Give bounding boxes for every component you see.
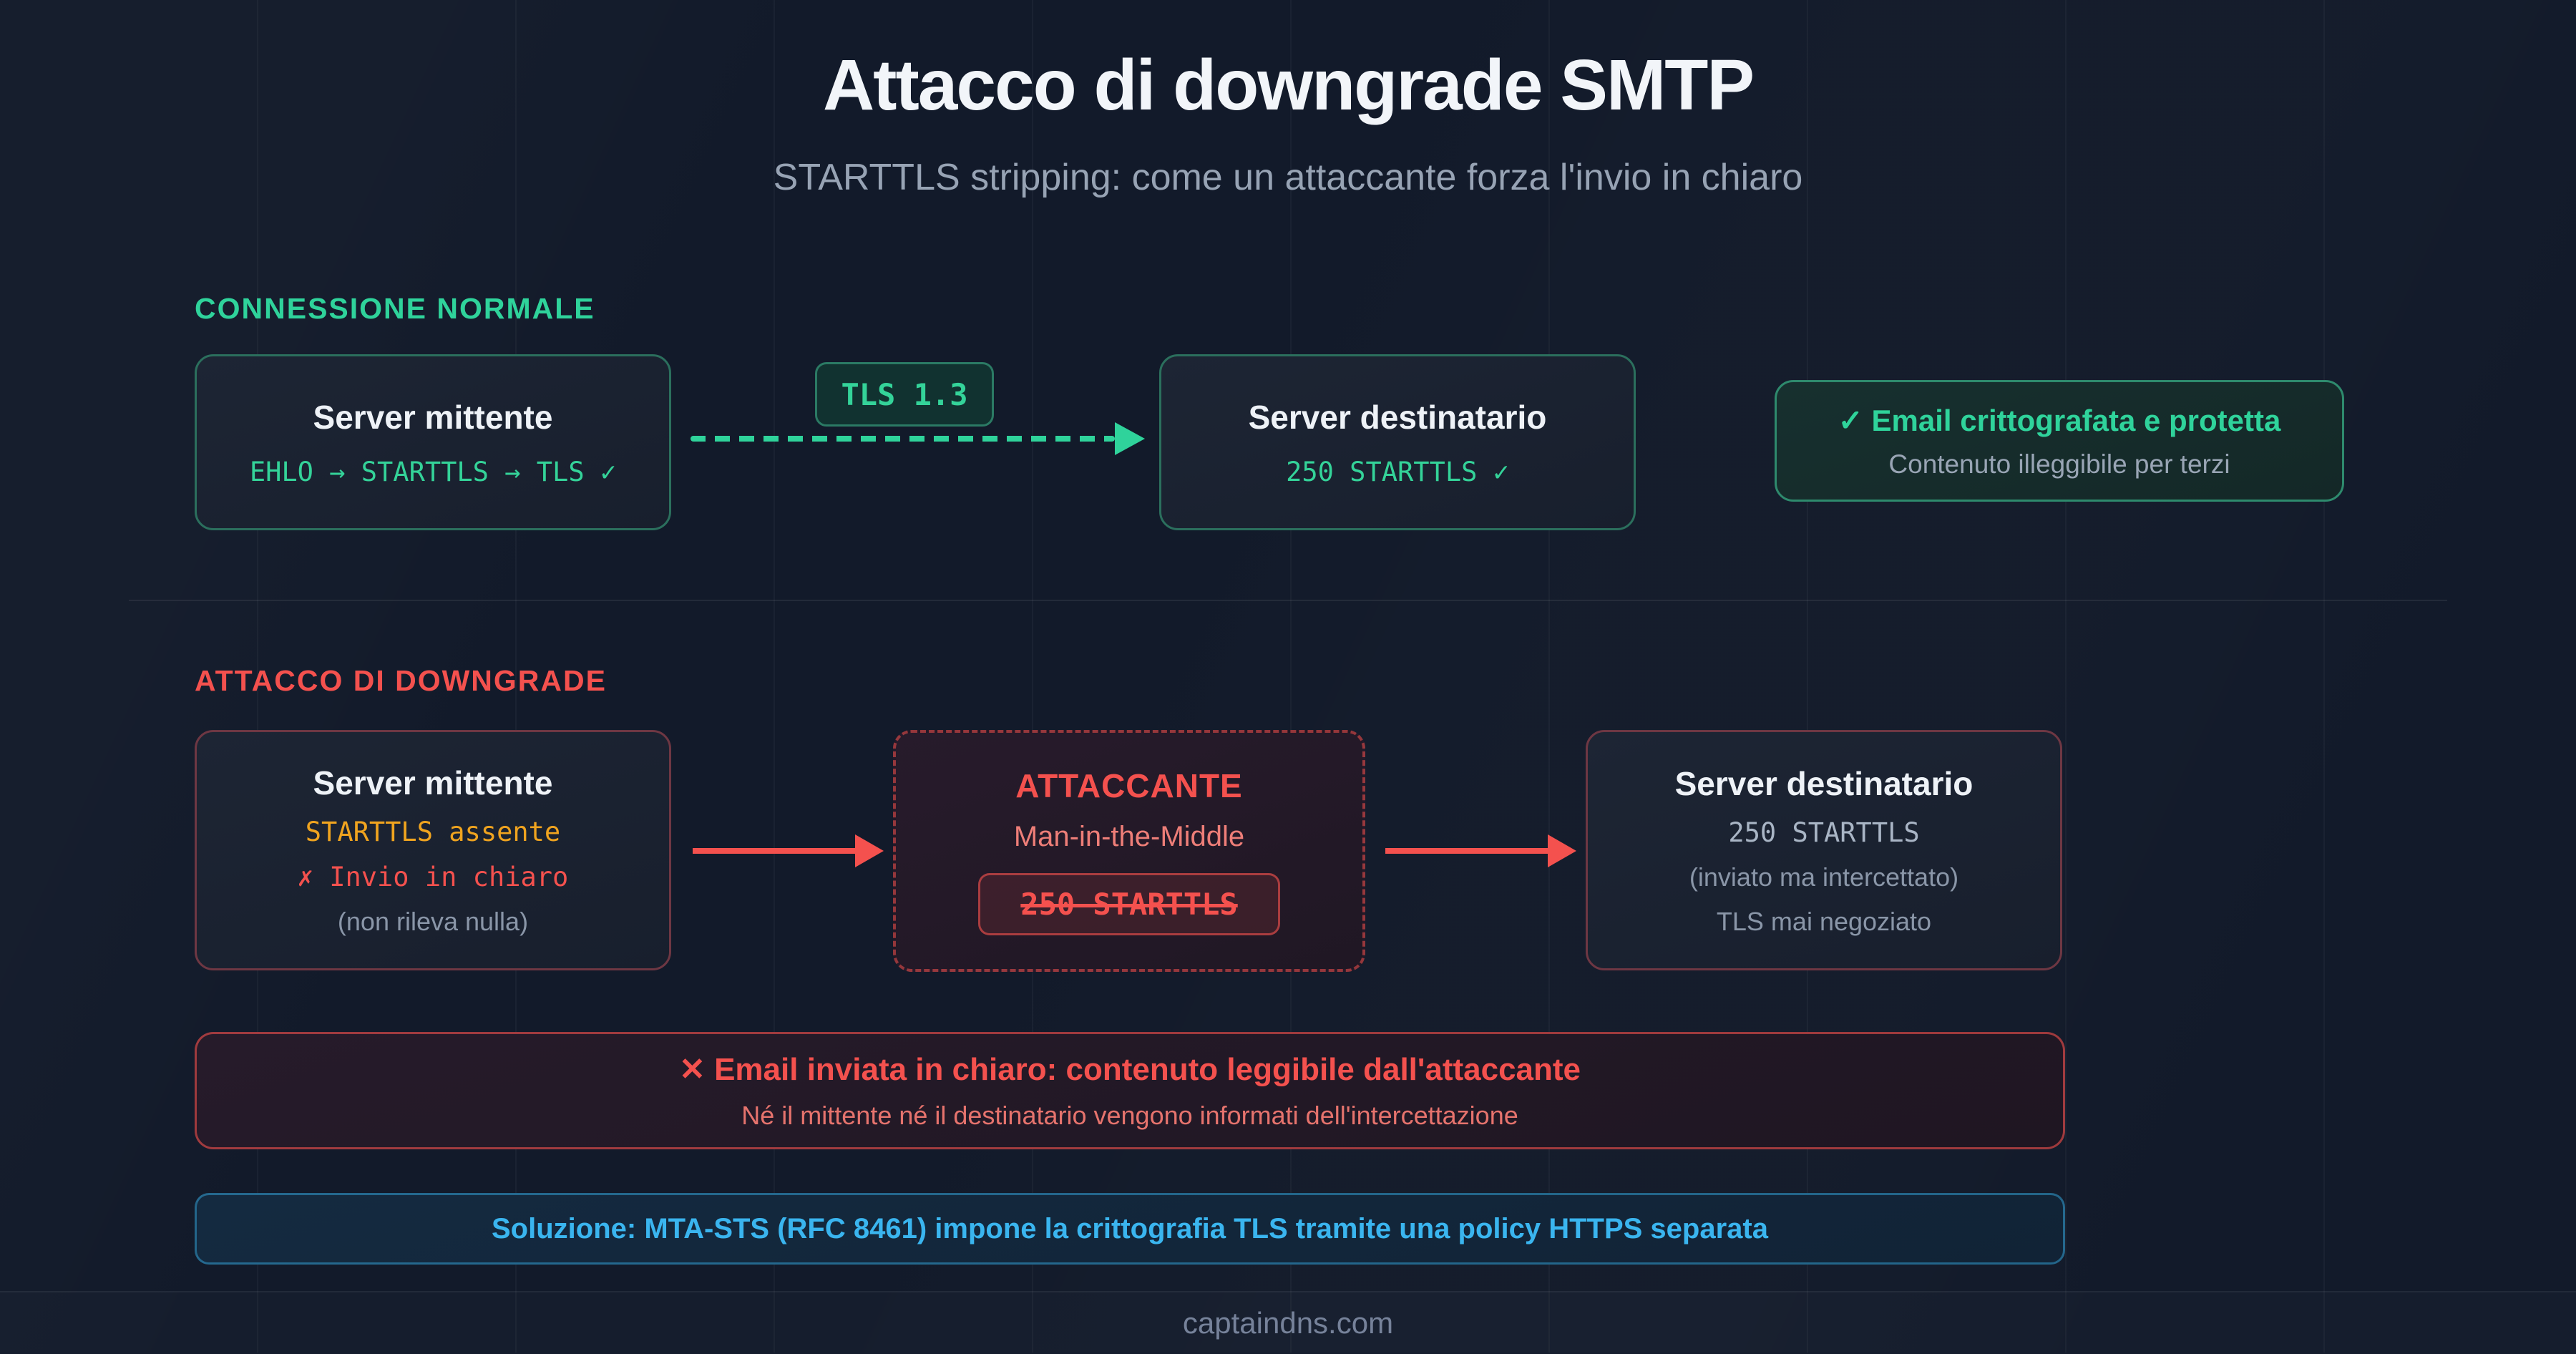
receiver-box-normal-title: Server destinatario: [1248, 398, 1547, 436]
footer-text: captaindns.com: [1182, 1306, 1394, 1340]
cleartext-send-code: ✗ Invio in chiaro: [297, 862, 569, 892]
solution-text: Soluzione: MTA-STS (RFC 8461) impone la …: [492, 1212, 1768, 1245]
attacker-subtitle: Man-in-the-Middle: [1013, 821, 1245, 852]
arrowhead-icon: [855, 834, 884, 867]
encrypted-status-box: ✓ Email crittografata e protetta Contenu…: [1775, 380, 2344, 502]
receiver-box-normal-code: 250 STARTTLS ✓: [1286, 456, 1509, 487]
encrypted-status-subtitle: Contenuto illeggibile per terzi: [1888, 449, 2230, 479]
footer: captaindns.com: [0, 1291, 2576, 1354]
warning-title-text: Email inviata in chiaro: contenuto leggi…: [714, 1051, 1581, 1087]
check-icon: ✓: [1838, 403, 1863, 437]
encrypted-connection-arrow: [691, 422, 1145, 455]
receiver-box-attack-note-1: (inviato ma intercettato): [1689, 862, 1959, 892]
sender-box-normal-title: Server mittente: [313, 398, 553, 436]
solid-line: [693, 848, 857, 854]
warning-title: ✕ Email inviata in chiaro: contenuto leg…: [679, 1051, 1581, 1088]
section-divider: [129, 600, 2447, 601]
page-subtitle: STARTTLS stripping: come un attaccante f…: [773, 157, 1803, 198]
section-label-normal: CONNESSIONE NORMALE: [195, 292, 595, 325]
starttls-absent-code: STARTTLS assente: [305, 817, 561, 847]
receiver-box-attack-title: Server destinatario: [1674, 764, 1974, 802]
dashed-line: [691, 436, 1115, 442]
warning-banner: ✕ Email inviata in chiaro: contenuto leg…: [195, 1032, 2065, 1149]
stripped-starttls-badge: 250 STARTTLS: [978, 873, 1280, 935]
receiver-box-attack-code: 250 STARTTLS: [1728, 817, 1920, 848]
encrypted-status-title: ✓ Email crittografata e protetta: [1838, 403, 2281, 438]
section-label-attack: ATTACCO DI DOWNGRADE: [195, 664, 607, 697]
attack-arrow-right: [1385, 834, 1576, 867]
encrypted-status-text: Email crittografata e protetta: [1871, 403, 2281, 437]
page-title: Attacco di downgrade SMTP: [822, 45, 1755, 125]
receiver-box-normal: Server destinatario 250 STARTTLS ✓: [1159, 354, 1636, 530]
sender-box-normal: Server mittente EHLO → STARTTLS → TLS ✓: [195, 354, 671, 530]
x-mark-icon: ✕: [678, 1051, 706, 1087]
sender-box-attack-title: Server mittente: [313, 764, 553, 802]
attacker-box: ATTACCANTE Man-in-the-Middle 250 STARTTL…: [893, 730, 1365, 972]
attacker-title: ATTACCANTE: [1015, 767, 1243, 804]
warning-subtitle: Né il mittente né il destinatario vengon…: [741, 1100, 1518, 1130]
arrowhead-icon: [1548, 834, 1576, 867]
solid-line: [1385, 848, 1550, 854]
receiver-box-attack: Server destinatario 250 STARTTLS (inviat…: [1586, 730, 2062, 970]
sender-box-attack: Server mittente STARTTLS assente ✗ Invio…: [195, 730, 671, 970]
arrowhead-icon: [1115, 422, 1145, 455]
receiver-box-attack-note-2: TLS mai negoziato: [1716, 906, 1932, 936]
sender-box-normal-code: EHLO → STARTTLS → TLS ✓: [249, 456, 617, 487]
sender-box-attack-note: (non rileva nulla): [337, 907, 529, 936]
solution-banner: Soluzione: MTA-STS (RFC 8461) impone la …: [195, 1193, 2065, 1265]
attack-arrow-left: [693, 834, 884, 867]
tls-version-badge: TLS 1.3: [815, 362, 994, 427]
